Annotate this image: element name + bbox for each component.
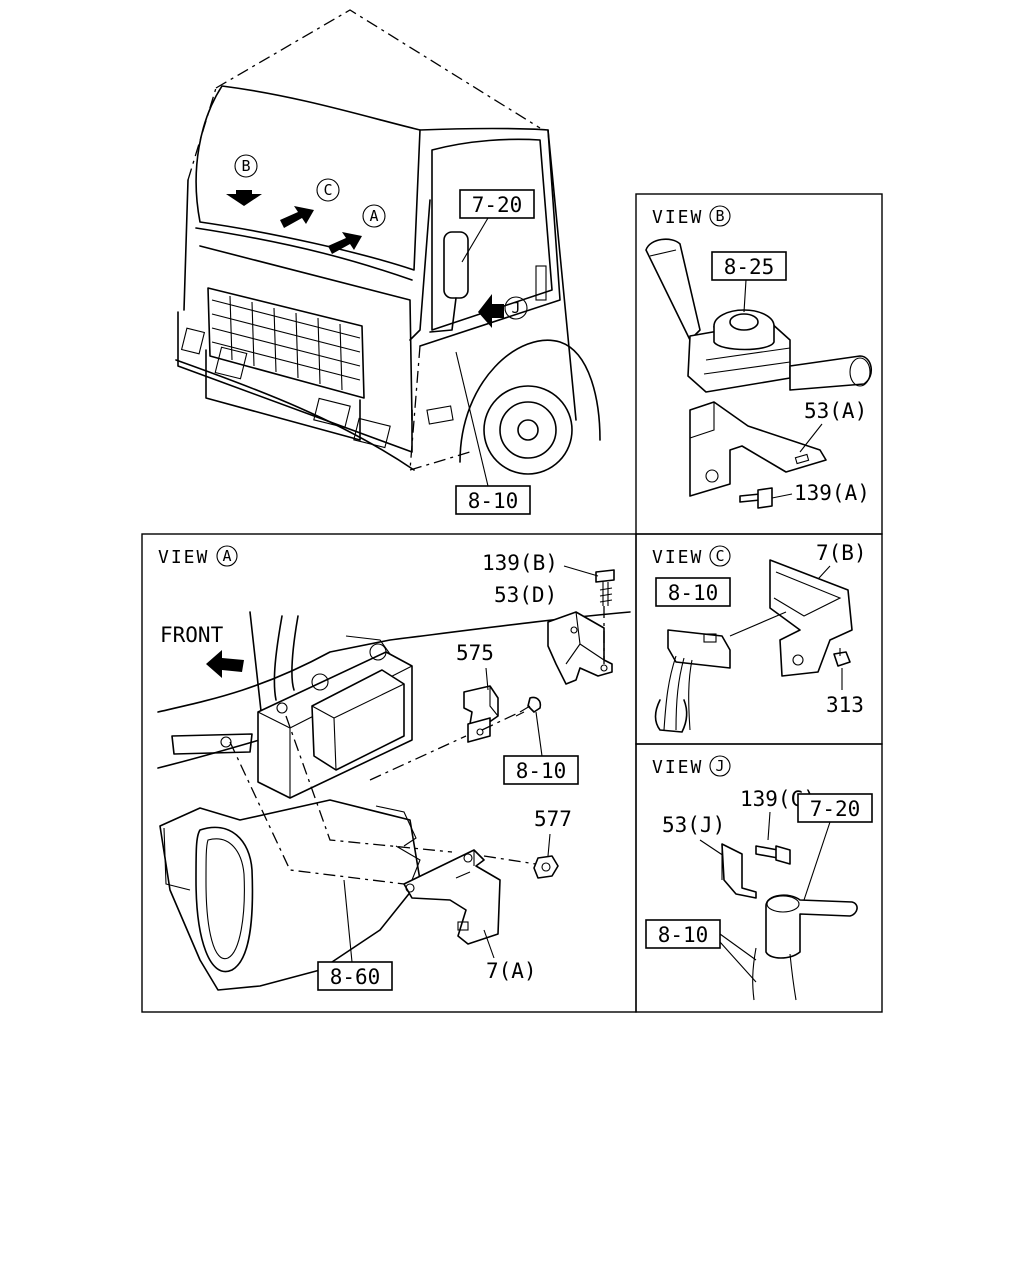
marker-c-circle xyxy=(316,178,340,202)
part-577: 577 xyxy=(534,807,572,831)
arrow-a-icon xyxy=(328,232,362,254)
ref-mirror-j-box xyxy=(797,793,873,823)
view-a: VIEW A FRONT xyxy=(157,545,631,991)
panel-frames xyxy=(141,193,883,1013)
ref-switch: 8-25 xyxy=(724,255,775,279)
part-bolt-139a: 139(A) xyxy=(794,481,870,505)
view-c-title: VIEW xyxy=(652,547,703,568)
view-b-title: VIEW xyxy=(652,207,703,228)
ref-ecu: 8-60 xyxy=(330,965,381,989)
view-c: VIEW C 7(B) 8-10 313 xyxy=(652,541,867,733)
view-j: VIEW J 139(C) 7-20 53(J) 8-10 xyxy=(645,755,873,1001)
view-j-letter: J xyxy=(715,757,724,775)
marker-b: B xyxy=(241,157,250,175)
part-575: 575 xyxy=(456,641,494,665)
ref-mirror-j: 7-20 xyxy=(810,797,861,821)
view-j-frame xyxy=(635,743,883,1013)
view-b: VIEW B 8-25 53(A) 139(A) xyxy=(645,205,872,509)
ref-harness-a-box xyxy=(503,755,579,785)
arrow-b-icon xyxy=(226,190,262,206)
ref-harness-c-box xyxy=(655,577,731,607)
part-bolt-139b: 139(B) xyxy=(482,551,558,575)
front-label: FRONT xyxy=(160,623,224,647)
ref-harness-a: 8-10 xyxy=(516,759,567,783)
ref-harness-c: 8-10 xyxy=(668,581,719,605)
marker-j-circle xyxy=(504,296,528,320)
arrow-c-icon xyxy=(280,206,314,228)
ref-harness: 8-10 xyxy=(468,489,519,513)
marker-a: A xyxy=(369,207,378,225)
part-bracket-7a: 7(A) xyxy=(486,959,537,983)
marker-j: J xyxy=(511,299,520,317)
truck-illustration xyxy=(175,9,601,475)
part-bracket-53j: 53(J) xyxy=(662,813,725,837)
part-bracket-53a: 53(A) xyxy=(804,399,867,423)
front-arrow-icon xyxy=(206,650,244,678)
view-a-letter: A xyxy=(222,547,231,565)
arrow-j-icon xyxy=(478,294,504,328)
view-c-letter: C xyxy=(715,547,724,565)
ref-mirror: 7-20 xyxy=(472,193,523,217)
part-bracket-53d: 53(D) xyxy=(494,583,557,607)
ref-harness-j-box xyxy=(645,919,721,949)
view-b-letter: B xyxy=(715,207,724,225)
truck-view-markers: B C A J xyxy=(226,154,528,328)
ref-harness-j: 8-10 xyxy=(658,923,709,947)
marker-c: C xyxy=(323,181,332,199)
marker-b-circle xyxy=(234,154,258,178)
view-a-title: VIEW xyxy=(158,547,209,568)
view-j-title: VIEW xyxy=(652,757,703,778)
ref-switch-box xyxy=(711,251,787,281)
part-bracket-7b: 7(B) xyxy=(816,541,867,565)
ref-mirror-box xyxy=(459,189,535,219)
marker-a-circle xyxy=(362,204,386,228)
ref-ecu-box xyxy=(317,961,393,991)
ref-harness-box xyxy=(455,485,531,515)
part-313: 313 xyxy=(826,693,864,717)
truck-refs: 7-20 8-10 xyxy=(455,189,535,515)
